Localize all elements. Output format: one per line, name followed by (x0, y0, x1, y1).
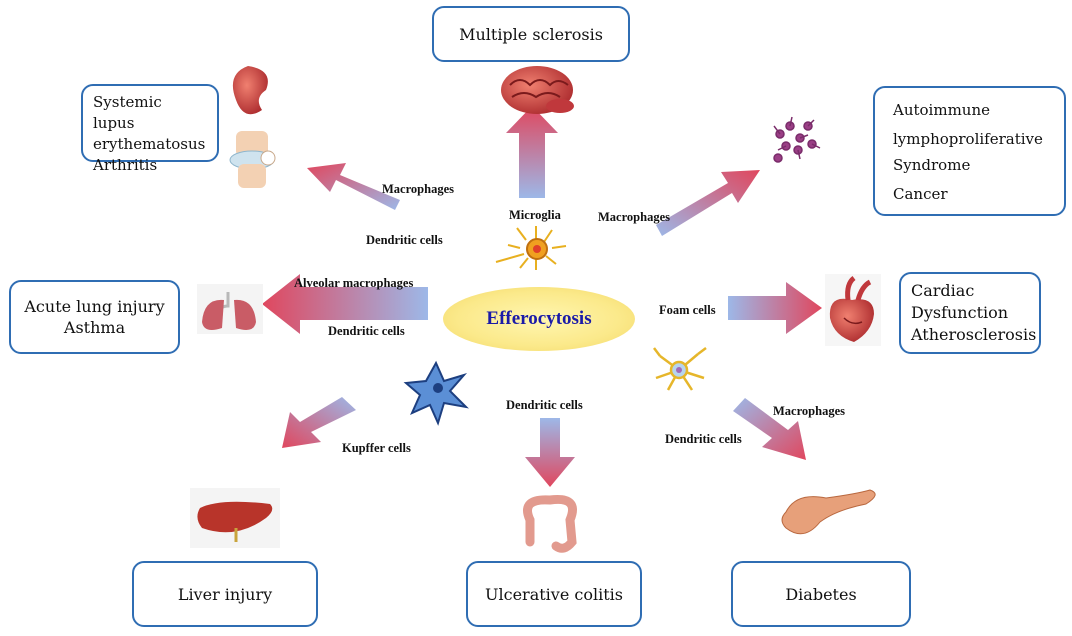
liver-box: Liver injury (132, 561, 318, 627)
alps-line-2: lymphoproliferative (893, 130, 1043, 148)
cardiac-line-1: Cardiac (911, 281, 975, 300)
liver-icon (190, 488, 280, 548)
microglia-cell-icon (495, 226, 567, 270)
heart-icon (825, 274, 881, 346)
diabetes-box: Diabetes (731, 561, 911, 627)
knee-joint-icon (229, 131, 276, 188)
diabetes-label: Diabetes (785, 584, 857, 604)
lung-line-2: Asthma (63, 318, 126, 337)
colitis-label: Ulcerative colitis (485, 584, 623, 604)
neuron-cell-icon (653, 347, 707, 391)
liver-label: Liver injury (177, 584, 273, 604)
lungs-icon (197, 284, 263, 334)
macrophages-diabetes-label: Macrophages (773, 404, 845, 418)
brain-icon (501, 66, 574, 114)
lung-line-1: Acute lung injury (24, 297, 165, 316)
dendritic-diabetes-label: Dendritic cells (665, 432, 742, 446)
lung-box: Acute lung injury Asthma (9, 280, 180, 354)
macrophages-sle-label: Macrophages (382, 182, 454, 196)
lymphocyte-cluster-icon (773, 116, 821, 163)
dendritic-lung-label: Dendritic cells (328, 324, 405, 338)
sle-line-1: Systemic lupus (93, 93, 162, 132)
kupffer-cells-label: Kupffer cells (342, 441, 411, 455)
alps-box: Autoimmune lymphoproliferative Syndrome … (873, 86, 1066, 216)
dendritic-sle-label: Dendritic cells (366, 233, 443, 247)
sle-line-3: Arthritis (93, 156, 158, 174)
alveolar-macrophages-label: Alveolar macrophages (294, 276, 414, 290)
ms-label: Multiple sclerosis (459, 24, 603, 44)
arrow-right-heart (728, 282, 822, 334)
alps-line-4: Cancer (893, 185, 948, 203)
colon-icon (523, 494, 577, 553)
foam-cells-label: Foam cells (659, 303, 716, 317)
sle-box: Systemic lupus erythematosus Arthritis (81, 84, 219, 174)
arrow-down-colitis (525, 418, 575, 487)
ms-box: Multiple sclerosis (432, 6, 630, 62)
alps-line-3: Syndrome (893, 156, 971, 174)
cardiac-line-3: Atherosclerosis (911, 325, 1037, 344)
cardiac-line-2: Dysfunction (911, 303, 1009, 322)
arrow-up-microglia (506, 106, 558, 198)
microglia-label: Microglia (509, 208, 561, 222)
kidney-icon (232, 66, 268, 115)
arrow-upright-macrophages (656, 170, 760, 236)
pancreas-icon (781, 489, 876, 535)
sle-line-2: erythematosus (93, 135, 206, 153)
hub-label: Efferocytosis (486, 308, 592, 329)
dendritic-colitis-label: Dendritic cells (506, 398, 583, 412)
arrow-downleft-liver (282, 397, 356, 448)
arrow-upleft-macrophages (307, 163, 400, 210)
efferocytosis-hub: Efferocytosis (443, 287, 635, 351)
arrow-left-lung (262, 274, 428, 334)
arrow-downright-diabetes (733, 398, 806, 460)
macrophages-alps-label: Macrophages (598, 210, 670, 224)
dendritic-cell-icon (403, 360, 469, 426)
alps-line-1: Autoimmune (893, 101, 990, 119)
colitis-box: Ulcerative colitis (466, 561, 642, 627)
cardiac-box: Cardiac Dysfunction Atherosclerosis (899, 272, 1041, 354)
